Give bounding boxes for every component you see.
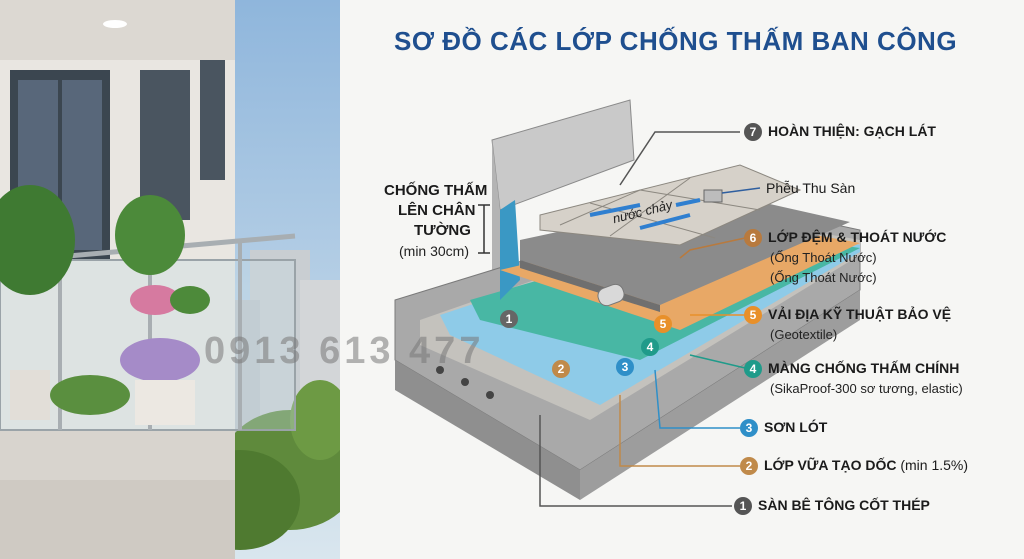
layer-5-title: VẢI ĐỊA KỸ THUẬT BẢO VỆ <box>768 306 952 322</box>
layer-2-badge: 2 <box>740 457 758 476</box>
marker-4: 4 <box>641 338 659 356</box>
layer-1-label: 1 SÀN BÊ TÔNG CỐT THÉP <box>734 497 930 516</box>
drain-label: Phễu Thu Sàn <box>766 180 856 196</box>
balcony-illustration <box>0 0 340 559</box>
page-title: SƠ ĐỒ CÁC LỚP CHỐNG THẤM BAN CÔNG <box>394 26 958 56</box>
layer-4-label: 4 MÀNG CHỐNG THẤM CHÍNH <box>744 360 960 379</box>
layer-2-note: (min 1.5%) <box>900 457 969 473</box>
layer-1-title: SÀN BÊ TÔNG CỐT THÉP <box>758 497 930 513</box>
layer-2-label: 2 LỚP VỮA TẠO DỐC (min 1.5%) <box>740 457 969 476</box>
layer-2-title: LỚP VỮA TẠO DỐC <box>764 457 897 473</box>
balcony-photo <box>0 0 340 559</box>
layer-5-label: 5 VẢI ĐỊA KỸ THUẬT BẢO VỆ <box>744 306 952 325</box>
side-note-line1: CHỐNG THẤM <box>384 182 488 199</box>
side-note-line3: TƯỜNG <box>414 222 471 239</box>
marker-3: 3 <box>616 358 634 376</box>
layer-4-badge: 4 <box>744 360 762 379</box>
layer-5-note: (Geotextile) <box>770 327 838 342</box>
layer-3-title: SƠN LÓT <box>764 419 828 435</box>
marker-5: 5 <box>654 315 672 333</box>
layer-4-title: MÀNG CHỐNG THẤM CHÍNH <box>768 360 960 376</box>
layer-6-note-1: (Ống Thoát Nước) <box>770 250 877 265</box>
phone-watermark: 0913 613 477 <box>204 330 485 372</box>
layer-7-badge: 7 <box>744 123 762 142</box>
layer-6-label: 6 LỚP ĐỆM & THOÁT NƯỚC <box>744 229 947 248</box>
layer-1-badge: 1 <box>734 497 752 516</box>
marker-1: 1 <box>500 310 518 328</box>
side-note-line2: LÊN CHÂN <box>398 202 476 219</box>
layer-3-badge: 3 <box>740 419 758 438</box>
layer-3-label: 3 SƠN LÓT <box>740 419 828 438</box>
layer-6-title: LỚP ĐỆM & THOÁT NƯỚC <box>768 229 947 245</box>
side-note-line4: (min 30cm) <box>399 243 470 259</box>
marker-2: 2 <box>552 360 570 378</box>
layer-6-badge: 6 <box>744 229 762 248</box>
layer-7-title: HOÀN THIỆN: GẠCH LÁT <box>768 123 936 139</box>
layer-4-note: (SikaProof-300 sơ tương, elastic) <box>770 381 963 396</box>
layer-5-badge: 5 <box>744 306 762 325</box>
layer-6-note-2: (Ống Thoát Nước) <box>770 270 877 285</box>
layer-7-label: 7 HOÀN THIỆN: GẠCH LÁT <box>744 123 936 142</box>
